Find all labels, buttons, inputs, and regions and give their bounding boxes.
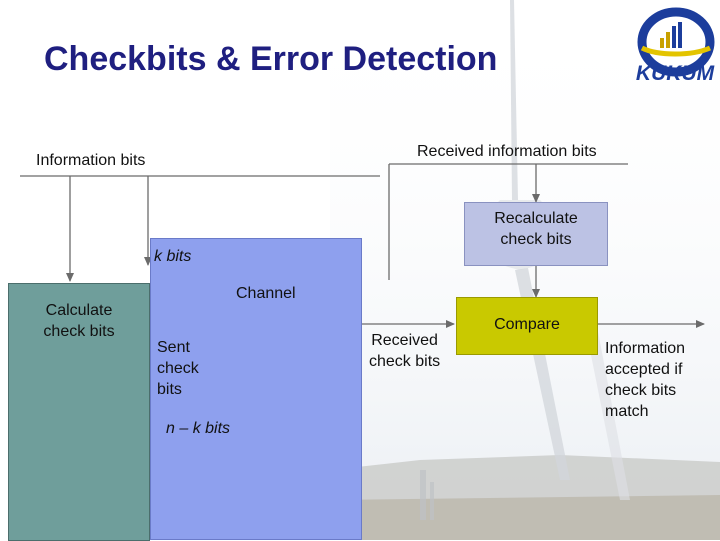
recalculate-check-bits-label: Recalculate check bits (494, 210, 578, 248)
compare-label: Compare (494, 316, 560, 333)
logo-text: KUKUM (635, 62, 715, 85)
channel-label: Channel (236, 285, 296, 302)
calculate-check-bits-label: Calculate check bits (43, 302, 115, 340)
slide-title: Checkbits & Error Detection (44, 40, 498, 78)
calculate-check-bits-box (8, 283, 150, 541)
information-bits-label: Information bits (36, 152, 146, 169)
compare-box (456, 297, 598, 355)
channel-box (150, 238, 362, 540)
kukum-logo (637, 7, 715, 77)
n-minus-k-bits-label: n – k bits (166, 420, 231, 437)
recalculate-check-bits-box (464, 202, 608, 266)
received-information-bits-label: Received information bits (417, 143, 597, 160)
information-accepted-label: Information accepted if check bits match (605, 340, 686, 420)
k-bits-label: k bits (154, 248, 192, 265)
received-check-bits-label: Received check bits (369, 332, 441, 370)
sent-check-bits-label: Sent check bits (157, 339, 199, 398)
